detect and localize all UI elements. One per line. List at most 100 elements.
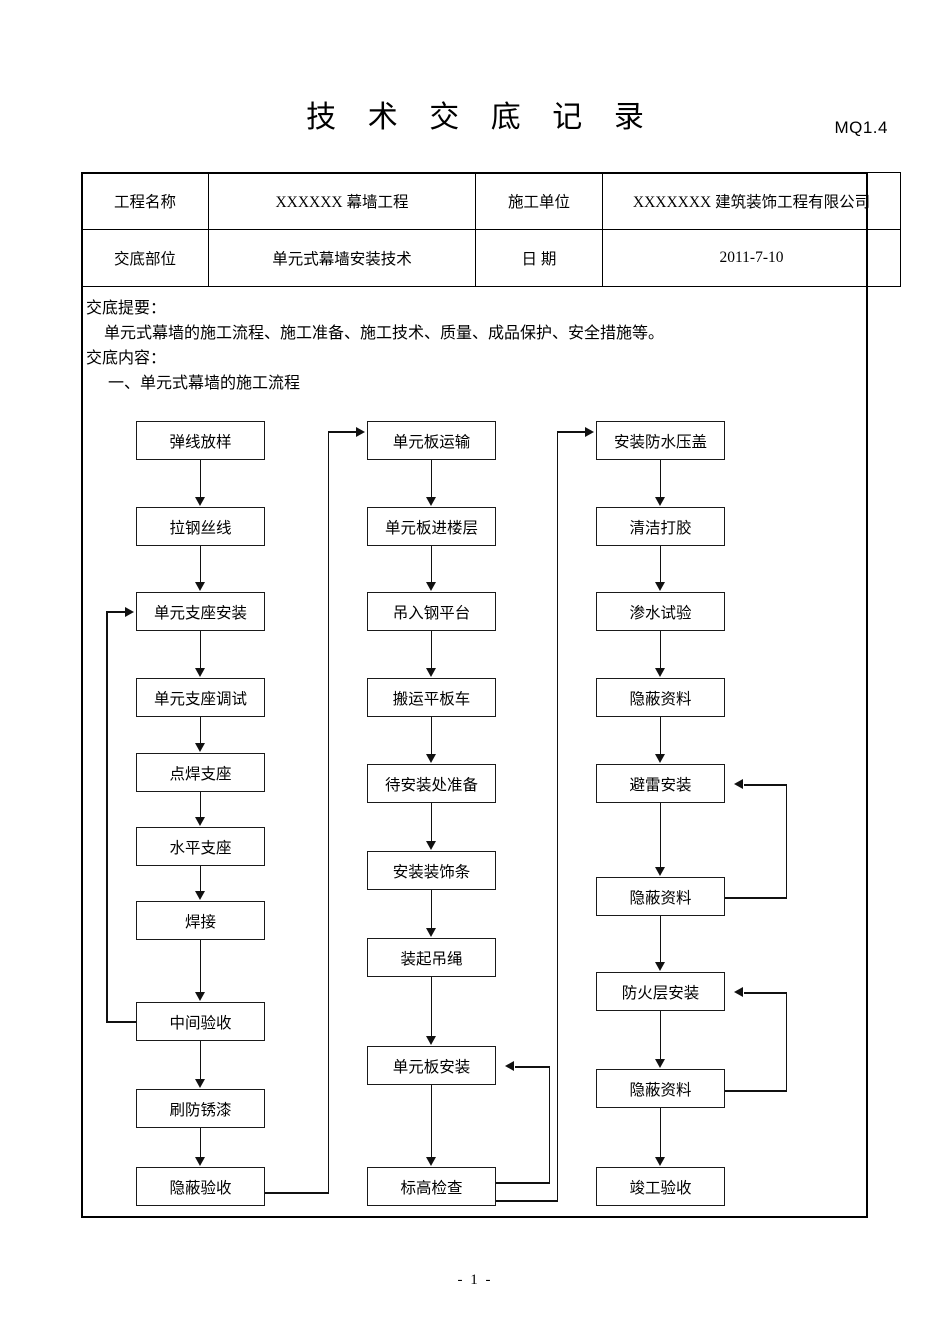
flow-node-c3-6: 隐蔽资料: [596, 877, 725, 916]
scope-value: 单元式幕墙安装技术: [208, 229, 476, 287]
feedback-c2-seg-h-bottom: [496, 1182, 550, 1184]
flow-node-c2-5: 待安装处准备: [367, 764, 496, 803]
narrative-block: 交底提要： 单元式幕墙的施工流程、施工准备、施工技术、质量、成品保护、安全措施等…: [86, 296, 856, 396]
link-c1-c2-seg-h-top: [327, 431, 358, 433]
arrow-down-icon: [426, 1036, 436, 1045]
flow-node-c2-4: 搬运平板车: [367, 678, 496, 717]
flow-node-c2-1: 单元板运输: [367, 421, 496, 460]
flow-node-c1-3: 单元支座安装: [136, 592, 265, 631]
flow-node-c3-4: 隐蔽资料: [596, 678, 725, 717]
feedback-c3b-seg-h-top: [744, 992, 787, 994]
arrow-down-icon: [426, 928, 436, 937]
feedback-c2-seg-v: [548, 1066, 551, 1183]
connector-c3-8-9: [659, 1108, 662, 1158]
flow-node-c2-7: 装起吊绳: [367, 938, 496, 977]
arrow-down-icon: [195, 992, 205, 1001]
arrow-down-icon: [655, 1157, 665, 1166]
connector-c2-2-3: [430, 546, 433, 583]
feedback-c3b-seg-v: [785, 992, 788, 1091]
arrow-down-icon: [195, 817, 205, 826]
flow-node-c3-7: 防火层安装: [596, 972, 725, 1011]
table-row: 交底部位 单元式幕墙安装技术 日 期 2011-7-10: [81, 229, 901, 287]
link-c2-c3-seg-v: [556, 431, 559, 1201]
connector-c2-7-8: [430, 977, 433, 1037]
arrow-down-icon: [195, 891, 205, 900]
arrow-left-icon: [734, 987, 743, 997]
arrow-down-icon: [655, 668, 665, 677]
arrow-down-icon: [655, 962, 665, 971]
flow-node-c3-1: 安装防水压盖: [596, 421, 725, 460]
link-c2-c3-seg-h-bottom: [496, 1200, 558, 1202]
connector-c2-1-2: [430, 460, 433, 498]
connector-c3-1-2: [659, 460, 662, 498]
flow-node-c2-6: 安装装饰条: [367, 851, 496, 890]
connector-c2-4-5: [430, 717, 433, 755]
arrow-down-icon: [426, 754, 436, 763]
connector-c3-2-3: [659, 546, 662, 583]
info-table: 工程名称 XXXXXX 幕墙工程 施工单位 XXXXXXX 建筑装饰工程有限公司…: [81, 172, 901, 287]
feedback-c1-seg-h-bottom: [106, 1021, 138, 1023]
connector-c2-5-6: [430, 803, 433, 842]
connector-c1-2-3: [199, 546, 202, 583]
feedback-c1-seg-v: [106, 612, 108, 1022]
link-c1-c2-seg-v: [327, 431, 330, 1193]
link-c1-c2-seg-h-bottom: [265, 1192, 329, 1194]
flow-node-c3-9: 竣工验收: [596, 1167, 725, 1206]
connector-c2-6-7: [430, 890, 433, 929]
flow-node-c3-2: 清洁打胶: [596, 507, 725, 546]
flow-node-c3-3: 渗水试验: [596, 592, 725, 631]
arrow-down-icon: [195, 668, 205, 677]
connector-c3-6-7: [659, 916, 662, 963]
scope-label: 交底部位: [81, 229, 209, 287]
feedback-c3a-seg-h-bottom: [725, 897, 787, 899]
arrow-down-icon: [195, 582, 205, 591]
flow-node-c1-10: 隐蔽验收: [136, 1167, 265, 1206]
connector-c2-3-4: [430, 631, 433, 669]
connector-c1-3-4: [199, 631, 202, 669]
arrow-right-icon: [125, 607, 134, 617]
summary-text: 单元式幕墙的施工流程、施工准备、施工技术、质量、成品保护、安全措施等。: [104, 325, 665, 342]
project-name-label: 工程名称: [81, 172, 209, 230]
connector-c1-4-5: [199, 717, 202, 744]
arrow-down-icon: [426, 841, 436, 850]
arrow-down-icon: [195, 497, 205, 506]
flow-node-c2-2: 单元板进楼层: [367, 507, 496, 546]
feedback-c1-seg-h-top: [106, 611, 127, 613]
connector-c3-3-4: [659, 631, 662, 669]
arrow-down-icon: [195, 1157, 205, 1166]
page-footer: - 1 -: [457, 1272, 493, 1288]
feedback-c2-seg-h-top: [515, 1066, 550, 1068]
project-name-value: XXXXXX 幕墙工程: [208, 172, 476, 230]
page-title: 技 术 交 底 记 录: [306, 100, 655, 135]
feedback-c3b-seg-h-bottom: [725, 1090, 787, 1092]
contractor-value: XXXXXXX 建筑装饰工程有限公司: [602, 172, 901, 230]
arrow-down-icon: [426, 1157, 436, 1166]
connector-c1-8-9: [199, 1041, 202, 1080]
connector-c3-4-5: [659, 717, 662, 755]
date-value: 2011-7-10: [602, 229, 901, 287]
connector-c1-7-8: [199, 940, 202, 993]
arrow-down-icon: [426, 582, 436, 591]
arrow-down-icon: [195, 1079, 205, 1088]
flow-node-c1-8: 中间验收: [136, 1002, 265, 1041]
arrow-down-icon: [426, 497, 436, 506]
arrow-left-icon: [734, 779, 743, 789]
flow-node-c1-9: 刷防锈漆: [136, 1089, 265, 1128]
link-c2-c3-seg-h-top: [556, 431, 587, 433]
flow-node-c1-4: 单元支座调试: [136, 678, 265, 717]
flow-node-c1-6: 水平支座: [136, 827, 265, 866]
arrow-right-icon: [356, 427, 365, 437]
flow-node-c2-9: 标高检查: [367, 1167, 496, 1206]
feedback-c3a-seg-h-top: [744, 784, 787, 786]
connector-c1-1-2: [199, 460, 202, 498]
connector-c1-5-6: [199, 792, 202, 818]
section-1-heading: 一、单元式幕墙的施工流程: [108, 375, 301, 392]
connector-c1-9-10: [199, 1128, 202, 1158]
connector-c1-6-7: [199, 866, 202, 892]
document-code: MQ1.4: [834, 118, 888, 137]
arrow-down-icon: [655, 582, 665, 591]
flow-node-c1-5: 点焊支座: [136, 753, 265, 792]
content-heading: 交底内容：: [86, 350, 167, 367]
flow-node-c1-7: 焊接: [136, 901, 265, 940]
